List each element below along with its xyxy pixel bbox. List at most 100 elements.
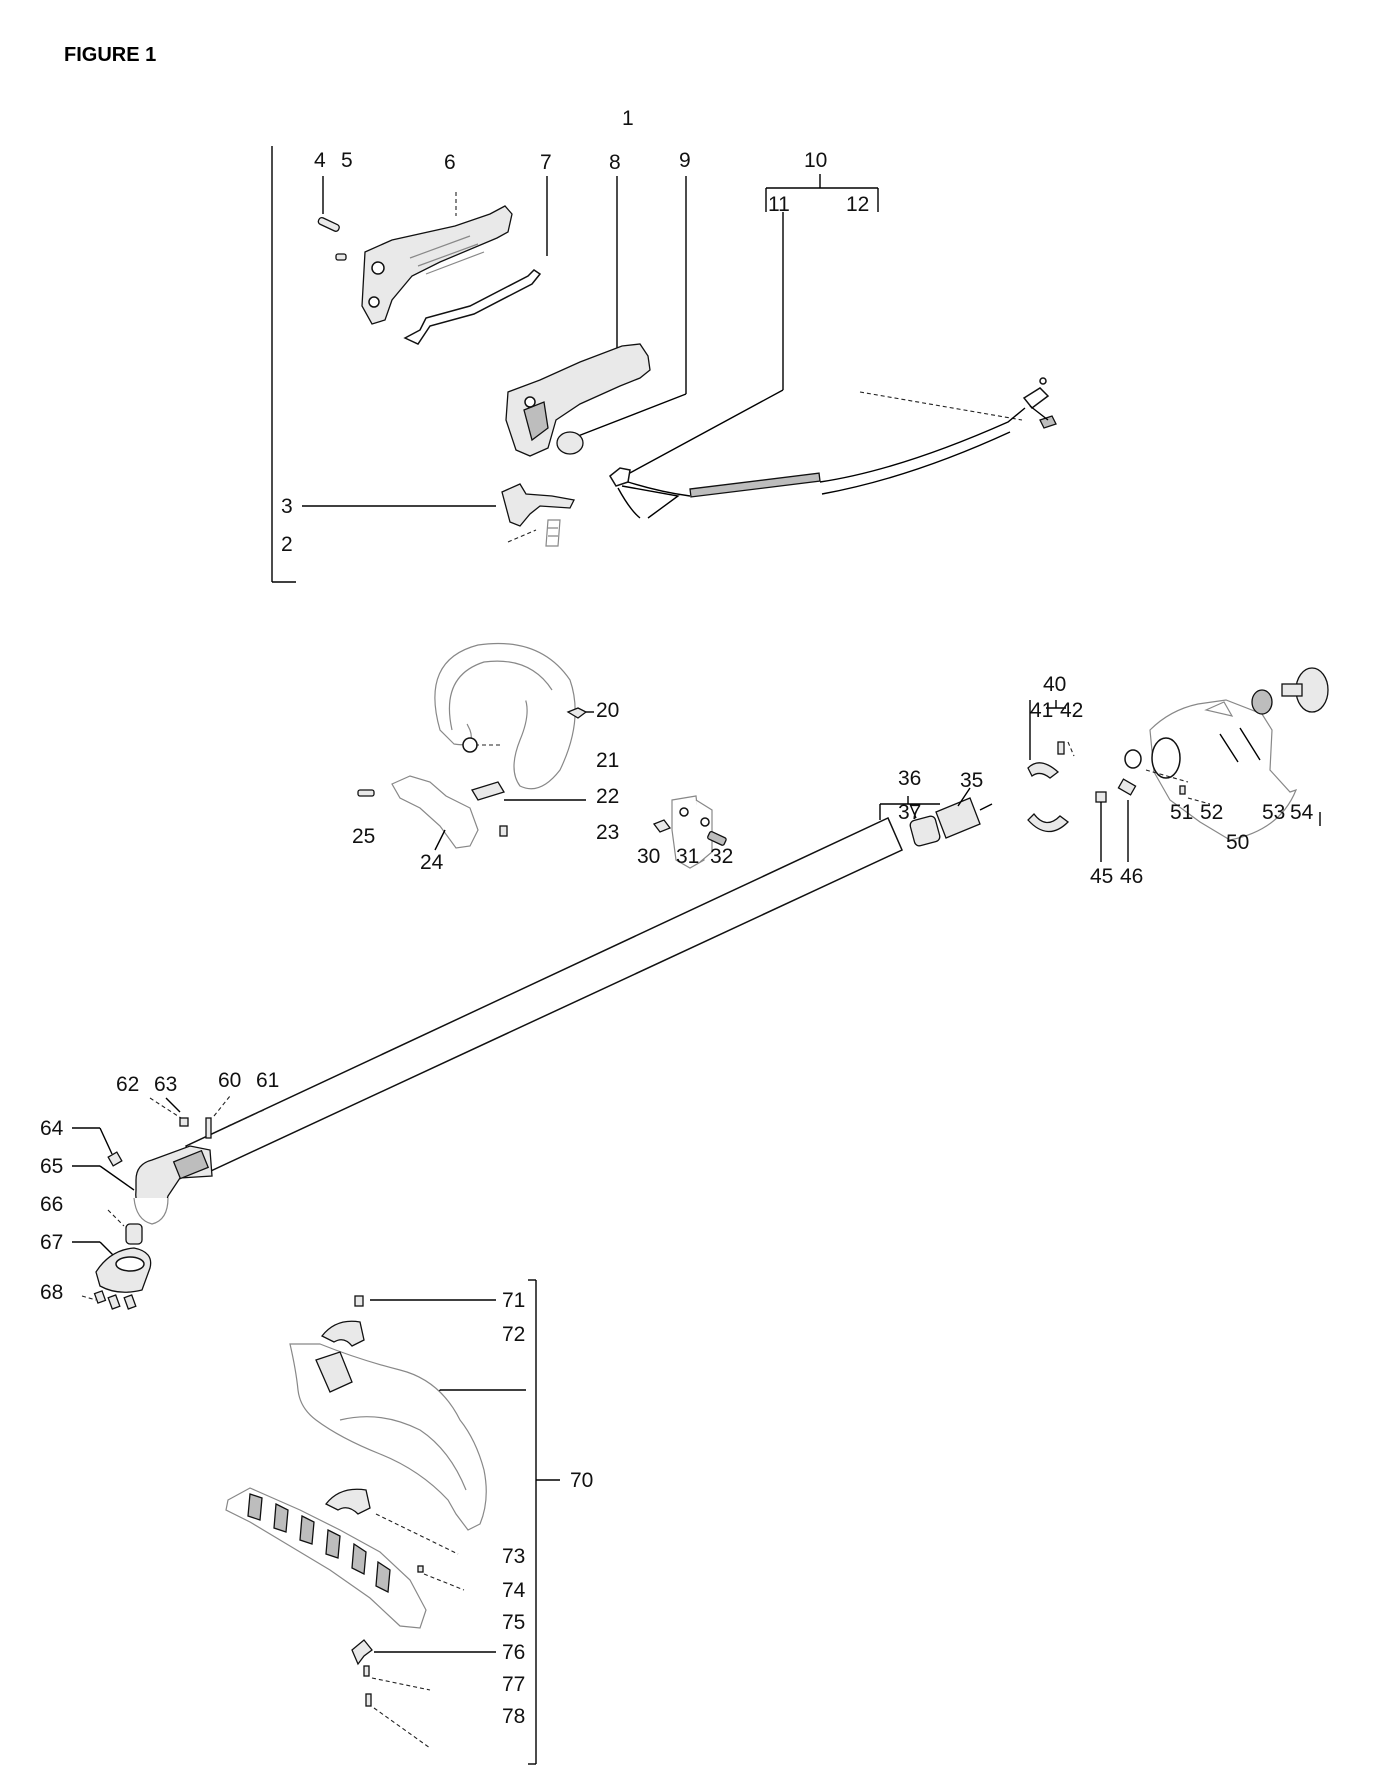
callout-6: 6 [444, 151, 456, 174]
part-68-screws [81, 1290, 137, 1310]
part-10-cable [609, 212, 1057, 519]
part-54-clutch-drum [1281, 667, 1329, 826]
callout-2: 2 [281, 533, 293, 556]
callout-45: 45 [1090, 865, 1114, 888]
part-3-trigger [302, 483, 575, 547]
callout-62: 62 [116, 1073, 140, 1096]
part-65-gear-head [72, 1145, 213, 1225]
callout-52: 52 [1200, 801, 1224, 824]
part-41-clamp-half [1027, 700, 1069, 833]
part-guard-upper [289, 1343, 526, 1531]
drive-shaft-tube [185, 816, 903, 1177]
part-78-screw [365, 1693, 431, 1749]
part-31-clamp [671, 795, 713, 869]
part-63-screw [165, 1097, 181, 1113]
callout-12: 12 [846, 193, 870, 216]
part-7-throttle-rod [403, 176, 548, 345]
part-50-engine-housing [1149, 699, 1298, 841]
callout-66: 66 [40, 1193, 64, 1216]
part-25-screw [357, 789, 375, 797]
callout-46: 46 [1120, 865, 1144, 888]
part-62-washer [149, 1097, 189, 1127]
callout-50: 50 [1226, 831, 1250, 854]
group-70-bracket [528, 1279, 560, 1765]
part-35-drive-shaft [935, 787, 993, 839]
figure-title: FIGURE 1 [64, 44, 157, 66]
callout-30: 30 [637, 845, 661, 868]
part-74-pin [417, 1565, 465, 1591]
callout-64: 64 [40, 1117, 64, 1140]
callout-73: 73 [502, 1545, 526, 1568]
callout-9: 9 [679, 149, 691, 172]
part-45-bolt [1095, 791, 1107, 862]
part-52-pin [1179, 785, 1211, 805]
part-53-bearing [1251, 689, 1273, 715]
part-72-clamp [320, 1320, 365, 1347]
callout-21: 21 [596, 749, 620, 772]
callout-63: 63 [154, 1073, 178, 1096]
callout-25: 25 [352, 825, 376, 848]
callout-8: 8 [609, 151, 621, 174]
callout-76: 76 [502, 1641, 526, 1664]
callout-54: 54 [1290, 801, 1314, 824]
callout-22: 22 [596, 785, 620, 808]
callout-7: 7 [540, 151, 552, 174]
part-66-spacer [107, 1209, 143, 1245]
part-8-rear-handle [505, 176, 651, 457]
callout-51: 51 [1170, 801, 1194, 824]
part-67-guard-cup [72, 1241, 152, 1293]
part-32-bolt [707, 831, 727, 846]
group-36-bracket [879, 796, 940, 820]
callout-5: 5 [341, 149, 353, 172]
callout-1: 1 [622, 107, 634, 130]
callout-40: 40 [1043, 673, 1067, 696]
part-30-nut [652, 819, 672, 833]
part-64-grease-plug [72, 1127, 123, 1167]
part-6-handle-cover [361, 192, 513, 325]
callout-65: 65 [40, 1155, 64, 1178]
group-10-bracket [765, 174, 879, 212]
callout-75: 75 [502, 1611, 526, 1634]
callout-23: 23 [596, 821, 620, 844]
group-1-bracket [271, 146, 296, 583]
part-20-nut [566, 707, 594, 719]
part-24-bracket [391, 775, 479, 851]
part-guard-lower-skirt [225, 1487, 427, 1629]
callout-3: 3 [281, 495, 293, 518]
part-37-bushing [909, 815, 941, 847]
part-9-plug [556, 176, 687, 455]
callout-77: 77 [502, 1673, 526, 1696]
callout-37: 37 [898, 801, 922, 824]
callout-36: 36 [898, 767, 922, 790]
part-21-front-loop-handle [434, 642, 576, 790]
callout-42: 42 [1060, 699, 1084, 722]
callout-11: 11 [768, 193, 790, 216]
callout-71: 71 [502, 1289, 526, 1312]
callout-70: 70 [570, 1469, 594, 1492]
callout-10: 10 [804, 149, 828, 172]
callout-53: 53 [1262, 801, 1286, 824]
callout-67: 67 [40, 1231, 64, 1254]
callout-4: 4 [314, 149, 326, 172]
callout-78: 78 [502, 1705, 526, 1728]
part-23-bolt [499, 825, 508, 837]
part-22-clamp [471, 781, 586, 801]
callout-35: 35 [960, 769, 984, 792]
callout-61: 61 [256, 1069, 280, 1092]
callout-24: 24 [420, 851, 444, 874]
group-40-bracket [1046, 700, 1066, 709]
part-71-screw [354, 1295, 496, 1307]
part-4-screw [317, 176, 347, 261]
part-42-screw [1057, 741, 1075, 757]
callout-60: 60 [218, 1069, 242, 1092]
callout-72: 72 [502, 1323, 526, 1346]
callout-74: 74 [502, 1579, 526, 1602]
callout-20: 20 [596, 699, 620, 722]
part-51-o-ring [1124, 749, 1189, 783]
callout-32: 32 [710, 845, 734, 868]
part-77-screw [363, 1665, 431, 1691]
callout-41: 41 [1030, 699, 1054, 722]
part-73-clamp [324, 1488, 459, 1555]
